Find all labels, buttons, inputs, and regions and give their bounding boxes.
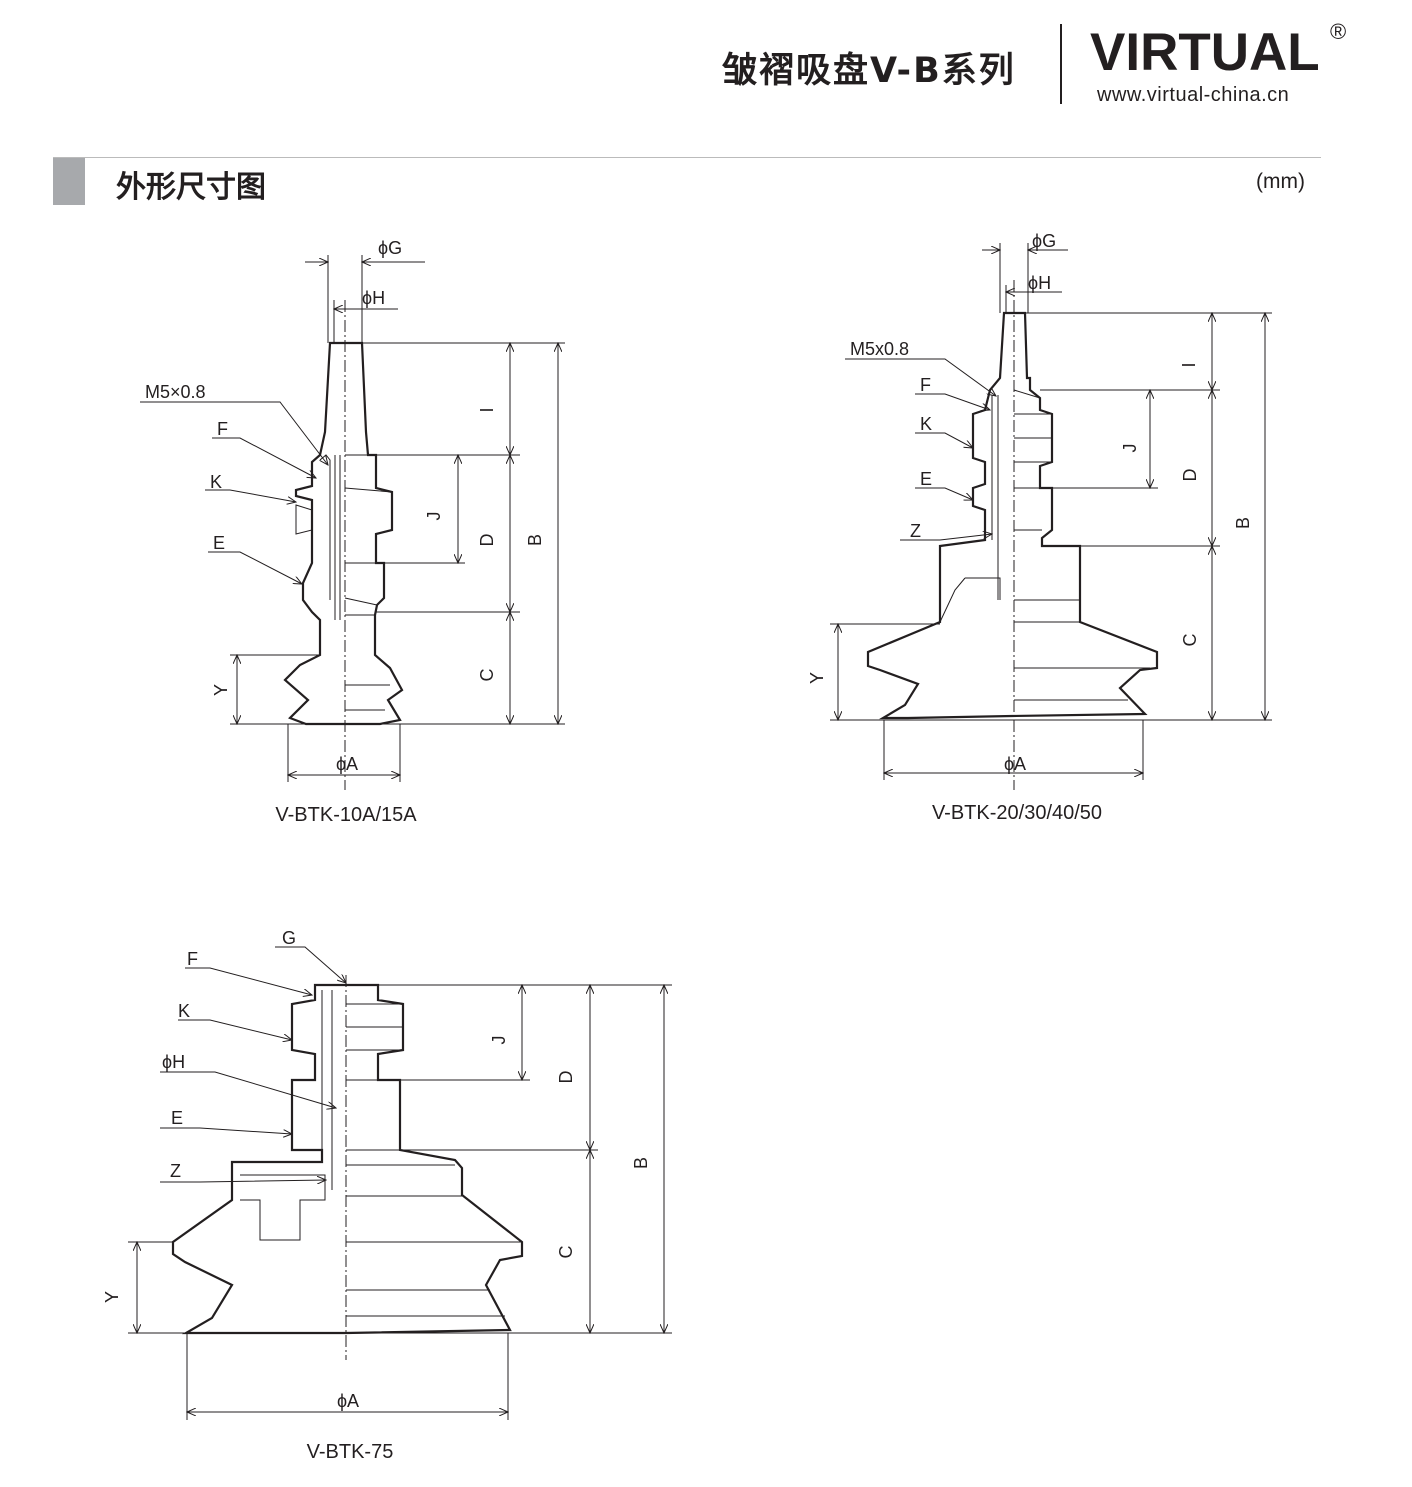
header-rule xyxy=(53,157,1321,158)
label-g: G xyxy=(282,928,296,948)
label-z: Z xyxy=(910,521,921,541)
label-g: ϕG xyxy=(1032,231,1056,251)
label-thread: M5x0.8 xyxy=(850,339,909,359)
label-a: ϕA xyxy=(337,1391,359,1411)
label-k: K xyxy=(920,414,932,434)
website-url: www.virtual-china.cn xyxy=(1097,84,1290,106)
header-divider xyxy=(1060,24,1062,104)
label-j: J xyxy=(424,512,444,521)
label-h: ϕH xyxy=(362,288,385,308)
label-k: K xyxy=(210,472,222,492)
label-j: J xyxy=(1120,444,1140,453)
label-b: B xyxy=(631,1157,651,1169)
label-d: D xyxy=(556,1071,576,1084)
label-g: ϕG xyxy=(378,238,402,258)
label-f: F xyxy=(217,419,228,439)
part-outline xyxy=(866,311,1159,720)
drawing-caption: V-BTK-10A/15A xyxy=(275,804,417,826)
label-j: J xyxy=(489,1036,509,1045)
drawing-caption: V-BTK-20/30/40/50 xyxy=(932,802,1102,824)
label-i: I xyxy=(1179,362,1199,367)
section-marker xyxy=(53,158,85,205)
dimension-lines xyxy=(830,243,1272,780)
registered-mark: ® xyxy=(1330,19,1347,44)
label-f: F xyxy=(920,375,931,395)
label-e: E xyxy=(171,1108,183,1128)
unit-label: (mm) xyxy=(1256,170,1305,193)
section-title: 外形尺寸图 xyxy=(116,170,266,205)
label-z: Z xyxy=(170,1161,181,1181)
dimension-lines xyxy=(128,946,672,1420)
drawing-v-btk-20-30-40-50: ϕG ϕH M5x0.8 F K E Z Y I J D B C ϕA V-BT… xyxy=(807,231,1272,824)
label-h: ϕH xyxy=(162,1052,185,1072)
part-outline xyxy=(283,341,404,726)
series-title: 皱褶吸盘V-B系列 xyxy=(722,51,1016,91)
label-d: D xyxy=(477,534,497,547)
label-k: K xyxy=(178,1001,190,1021)
part-outline xyxy=(171,983,524,1335)
label-i: I xyxy=(477,407,497,412)
label-y: Y xyxy=(807,672,827,684)
label-c: C xyxy=(1180,634,1200,647)
dimension-lines xyxy=(140,255,565,782)
drawing-v-btk-75: G F K ϕH E Z Y J D B C ϕA V-BTK-75 xyxy=(102,928,672,1463)
label-e: E xyxy=(213,533,225,553)
label-b: B xyxy=(1233,517,1253,529)
label-f: F xyxy=(187,949,198,969)
label-c: C xyxy=(556,1246,576,1259)
label-a: ϕA xyxy=(336,754,358,774)
label-y: Y xyxy=(211,684,231,696)
label-a: ϕA xyxy=(1004,754,1026,774)
label-e: E xyxy=(920,469,932,489)
brand-logo: VIRTUAL xyxy=(1090,23,1320,82)
label-b: B xyxy=(525,534,545,546)
label-thread: M5×0.8 xyxy=(145,382,206,402)
label-h: ϕH xyxy=(1028,273,1051,293)
drawing-caption: V-BTK-75 xyxy=(307,1441,394,1463)
label-c: C xyxy=(477,669,497,682)
drawing-v-btk-10a-15a: ϕG ϕH M5×0.8 F K E Y I J D B C ϕA V-BTK-… xyxy=(140,238,565,826)
label-d: D xyxy=(1180,469,1200,482)
label-y: Y xyxy=(102,1291,122,1303)
